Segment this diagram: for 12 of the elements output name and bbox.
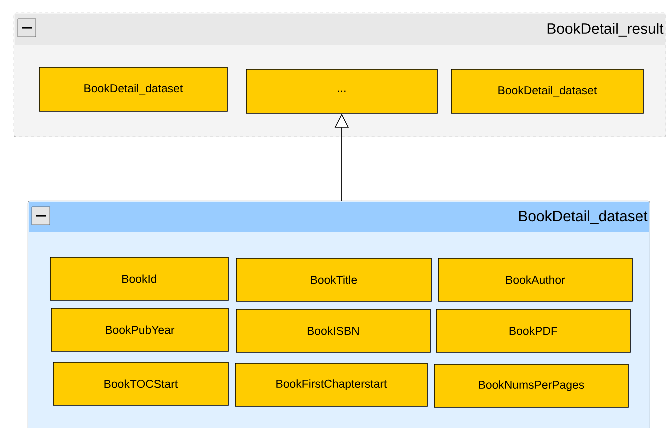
field-box: BookDetail_dataset [451, 69, 644, 114]
field-box: BookNumsPerPages [434, 364, 629, 408]
field-box: BookTOCStart [53, 362, 229, 406]
field-box: BookPDF [436, 309, 631, 353]
field-box: BookFirstChapterstart [235, 363, 428, 407]
field-box: ... [246, 69, 438, 114]
field-box: BookAuthor [438, 258, 633, 302]
field-box: BookDetail_dataset [39, 67, 228, 112]
field-box: BookISBN [236, 309, 431, 353]
field-box: BookTitle [236, 258, 432, 302]
field-box: BookId [50, 257, 229, 301]
field-box: BookPubYear [51, 308, 229, 352]
